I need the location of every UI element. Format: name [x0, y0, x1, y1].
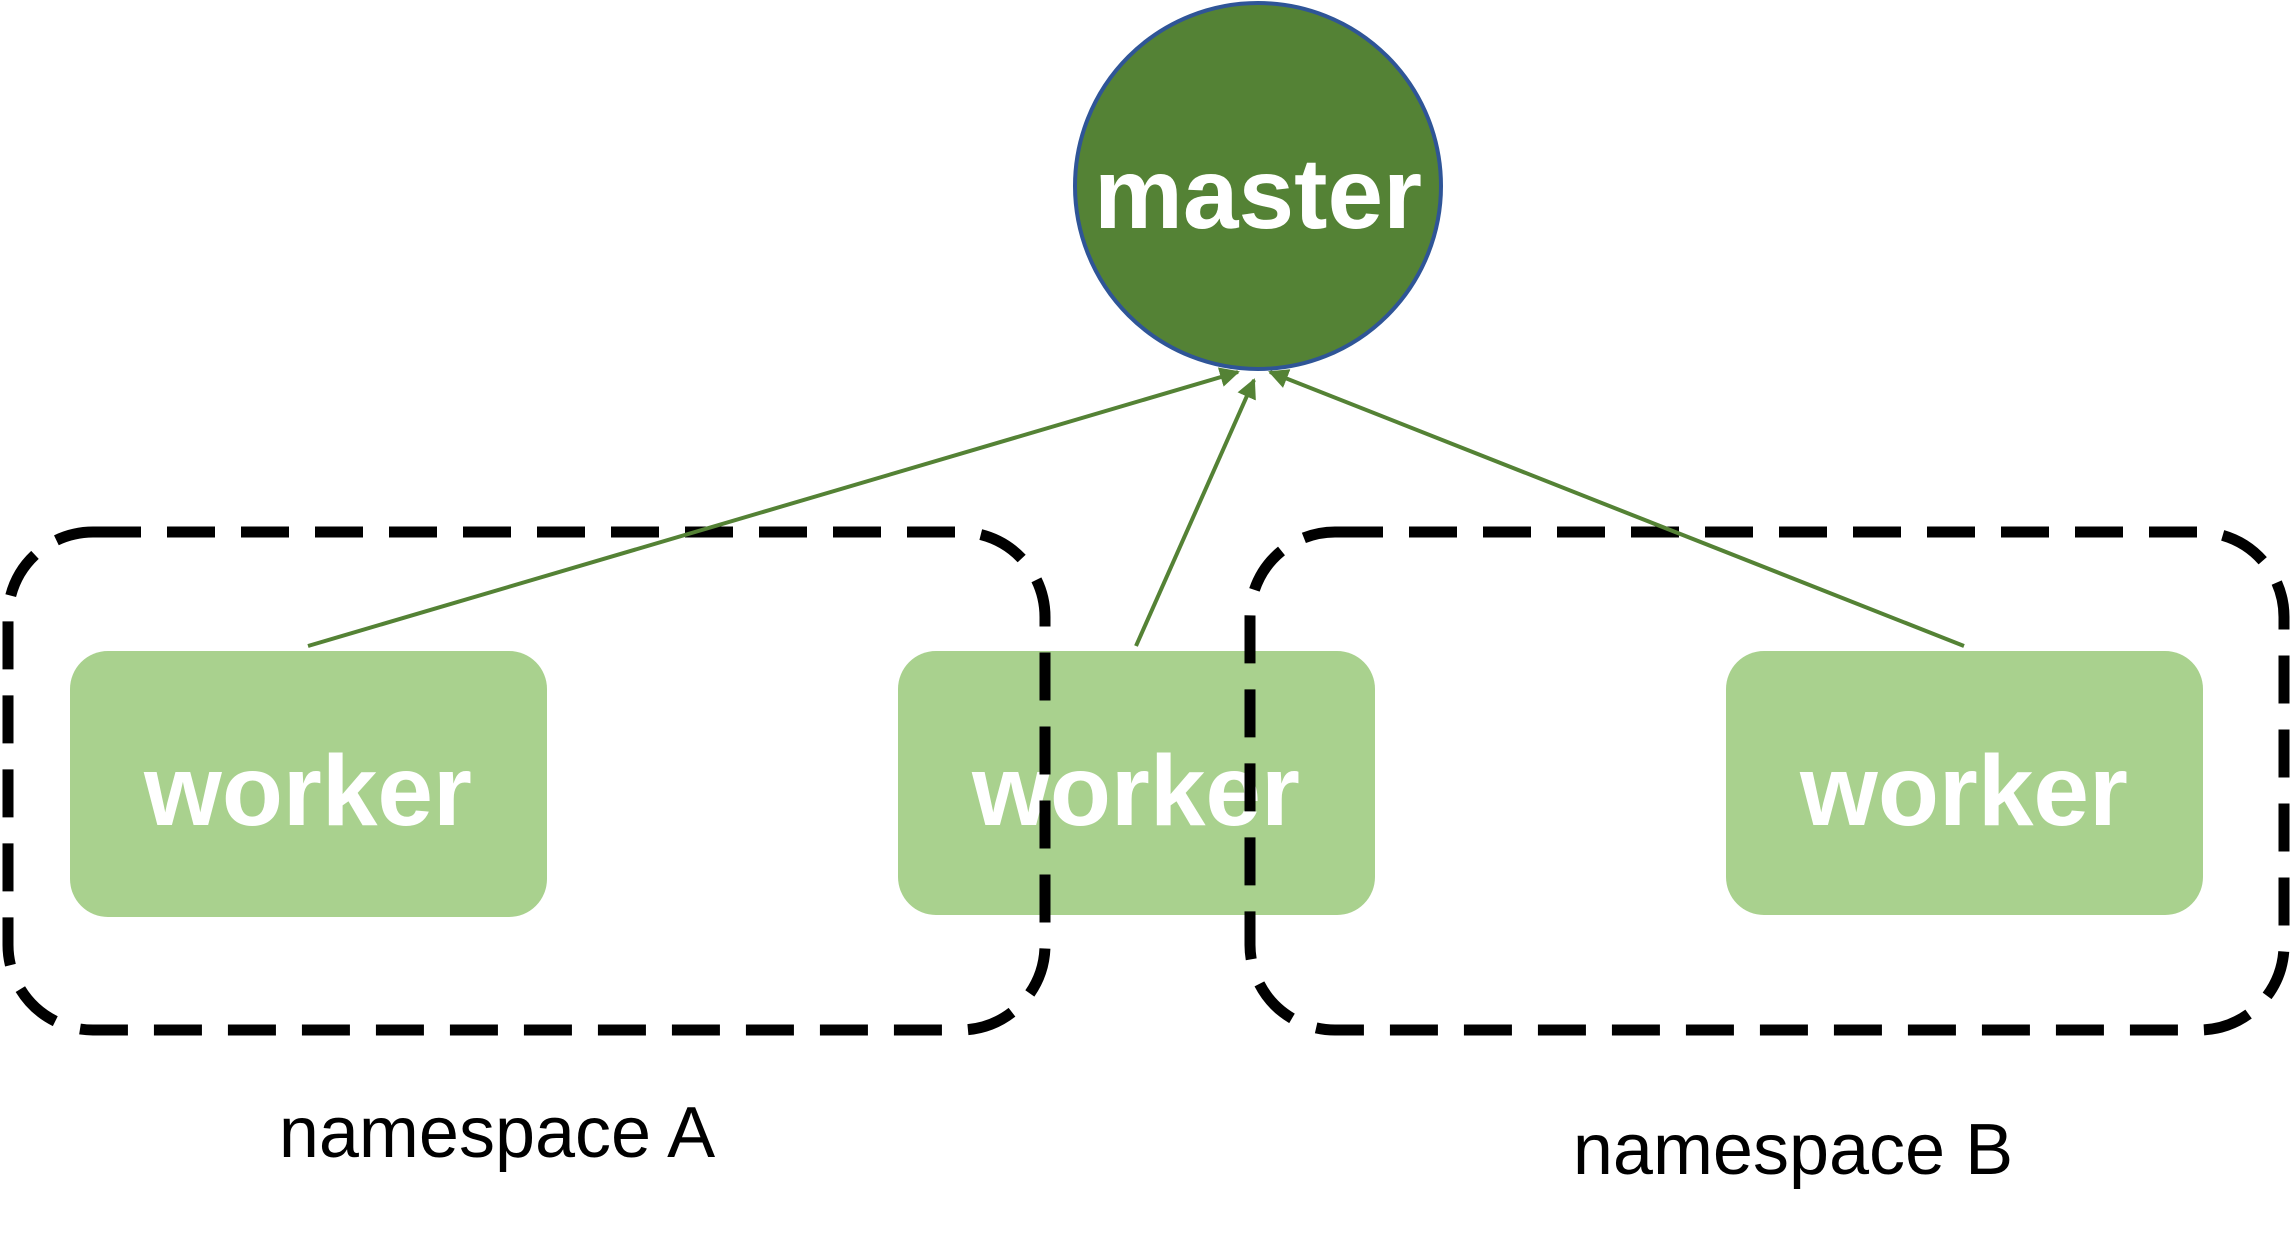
edge-worker-3-to-master	[1268, 369, 1965, 648]
worker-node-3[interactable]: worker	[1726, 651, 2203, 915]
namespace-b-label: namespace B	[1573, 1110, 2013, 1190]
namespace-a-label: namespace A	[279, 1093, 715, 1173]
master-node-circle	[1073, 1, 1443, 371]
master-node-label: master	[1094, 138, 1422, 250]
worker-node-2[interactable]: worker	[898, 651, 1375, 915]
worker-node-3-box	[1726, 651, 2203, 915]
edge-worker-1-to-master	[307, 367, 1240, 648]
edge-worker-2-to-master	[1134, 378, 1256, 647]
worker-node-1-label: worker	[143, 735, 472, 847]
worker-node-3-label: worker	[1799, 735, 2128, 847]
worker-node-1[interactable]: worker	[70, 651, 547, 917]
worker-node-2-box	[898, 651, 1375, 915]
master-node[interactable]: master	[1073, 1, 1443, 371]
namespace-b-boundary	[1244, 526, 2290, 1036]
worker-node-1-box	[70, 651, 547, 917]
namespace-a-boundary	[2, 526, 1051, 1036]
